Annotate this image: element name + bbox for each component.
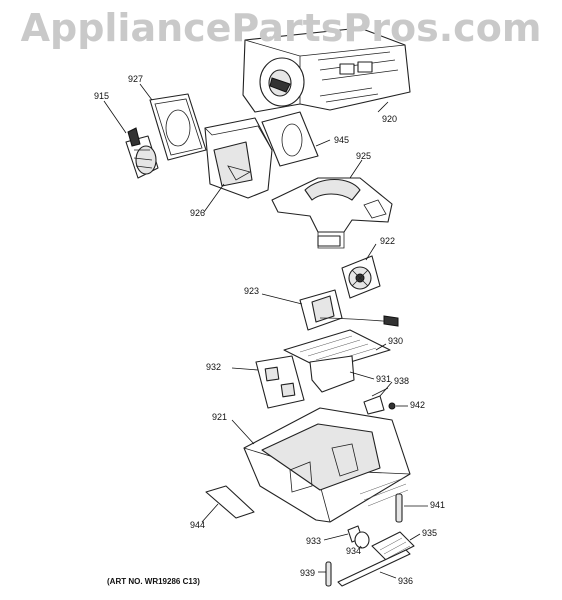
callout-938: 938 <box>394 376 409 386</box>
callout-942: 942 <box>410 400 425 410</box>
callout-944: 944 <box>190 520 205 530</box>
part-921-ice-bucket-housing[interactable] <box>243 407 411 523</box>
part-922-fan-motor[interactable] <box>341 255 381 299</box>
callout-925: 925 <box>356 151 371 161</box>
callout-922: 922 <box>380 236 395 246</box>
part-944-strip[interactable] <box>205 485 255 519</box>
callout-923: 923 <box>244 286 259 296</box>
part-931-cover[interactable] <box>309 355 355 393</box>
callout-936: 936 <box>398 576 413 586</box>
leader-lines <box>103 83 428 579</box>
callout-941: 941 <box>430 500 445 510</box>
callout-931: 931 <box>376 374 391 384</box>
part-932-grille[interactable] <box>255 355 305 409</box>
callout-932: 932 <box>206 362 221 372</box>
callout-934: 934 <box>346 546 361 556</box>
callout-915: 915 <box>94 91 109 101</box>
part-925-ice-duct[interactable] <box>271 177 393 249</box>
callout-926: 926 <box>190 208 205 218</box>
callout-933: 933 <box>306 536 321 546</box>
callout-920: 920 <box>382 114 397 124</box>
art-number-label: (ART NO. WR19286 C13) <box>107 577 200 586</box>
part-926-chute-housing[interactable] <box>204 117 273 199</box>
callout-945: 945 <box>334 135 349 145</box>
callout-935: 935 <box>422 528 437 538</box>
callout-939: 939 <box>300 568 315 578</box>
part-941-post[interactable] <box>395 493 403 523</box>
callout-930: 930 <box>388 336 403 346</box>
part-938-switch[interactable] <box>363 387 389 415</box>
part-935-lens[interactable] <box>371 531 415 561</box>
callout-labels: 915 927 920 945 925 926 922 923 930 932 … <box>94 74 445 586</box>
part-920-dispenser-housing[interactable] <box>242 27 411 113</box>
part-915-auger[interactable] <box>125 127 159 179</box>
callout-927: 927 <box>128 74 143 84</box>
part-939-end-cap[interactable] <box>325 561 332 587</box>
part-927-gasket-frame[interactable] <box>149 93 207 161</box>
part-923-fan-bracket[interactable] <box>299 289 399 331</box>
part-942-screw[interactable] <box>388 402 396 410</box>
callout-921: 921 <box>212 412 227 422</box>
part-936-trim[interactable] <box>337 549 411 587</box>
part-945-gasket[interactable] <box>261 111 319 167</box>
